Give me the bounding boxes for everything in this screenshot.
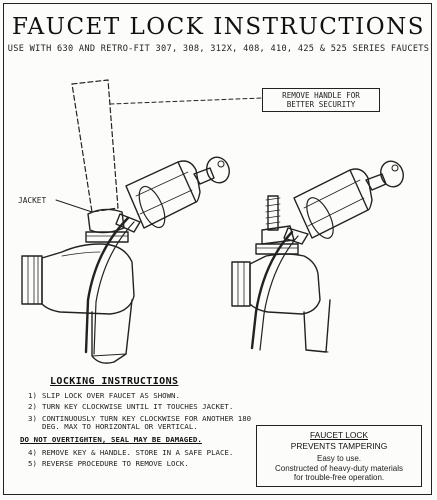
page-title: FAUCET LOCK INSTRUCTIONS <box>12 14 425 40</box>
step-number: 2) <box>28 402 37 412</box>
info-line-3: for trouble-free operation. <box>293 473 385 482</box>
callout-line-2: BETTER SECURITY <box>286 100 356 109</box>
info-line-1: Easy to use. <box>316 454 362 463</box>
product-info-box: FAUCET LOCK PREVENTS TAMPERING Easy to u… <box>256 425 422 487</box>
locking-instructions: LOCKING INSTRUCTIONS 1) SLIP LOCK OVER F… <box>20 376 258 471</box>
step-number: 4) <box>28 447 37 457</box>
step-item: 1) SLIP LOCK OVER FAUCET AS SHOWN. <box>28 391 258 400</box>
jacket-label: JACKET <box>18 196 47 205</box>
step-text: TURN KEY CLOCKWISE UNTIL IT TOUCHES JACK… <box>42 402 234 412</box>
step-number: 5) <box>28 459 37 469</box>
right-faucet <box>231 160 404 353</box>
left-faucet <box>21 79 263 364</box>
page-subtitle: USE WITH 630 AND RETRO-FIT 307, 308, 312… <box>7 44 430 54</box>
remove-handle-callout: REMOVE HANDLE FOR BETTER SECURITY <box>262 88 380 112</box>
step-text: REMOVE KEY & HANDLE. STORE IN A SAFE PLA… <box>42 447 234 457</box>
step-item: 4) REMOVE KEY & HANDLE. STORE IN A SAFE … <box>28 447 258 457</box>
callout-line-1: REMOVE HANDLE FOR <box>282 91 360 100</box>
step-number: 1) <box>28 391 37 400</box>
step-number: 3) <box>28 413 37 423</box>
info-line-2: Constructed of heavy-duty materials <box>274 464 404 473</box>
step-item: 3) CONTINUOUSLY TURN KEY CLOCKWISE FOR A… <box>28 413 258 432</box>
step-item: 5) REVERSE PROCEDURE TO REMOVE LOCK. <box>28 459 258 469</box>
step-text: CONTINUOUSLY TURN KEY CLOCKWISE FOR ANOT… <box>42 413 252 432</box>
page-border <box>3 3 432 495</box>
step-item: 2) TURN KEY CLOCKWISE UNTIL IT TOUCHES J… <box>28 402 258 412</box>
overtighten-warning: DO NOT OVERTIGHTEN, SEAL MAY BE DAMAGED. <box>20 434 202 444</box>
step-text: SLIP LOCK OVER FAUCET AS SHOWN. <box>42 391 180 400</box>
info-subtitle: PREVENTS TAMPERING <box>290 441 388 451</box>
instructions-title: LOCKING INSTRUCTIONS <box>50 376 179 387</box>
steps-list: 1) SLIP LOCK OVER FAUCET AS SHOWN. 2) TU… <box>28 391 258 432</box>
steps-list-after: 4) REMOVE KEY & HANDLE. STORE IN A SAFE … <box>28 447 258 469</box>
info-title: FAUCET LOCK <box>309 430 369 440</box>
step-text: REVERSE PROCEDURE TO REMOVE LOCK. <box>42 459 189 469</box>
